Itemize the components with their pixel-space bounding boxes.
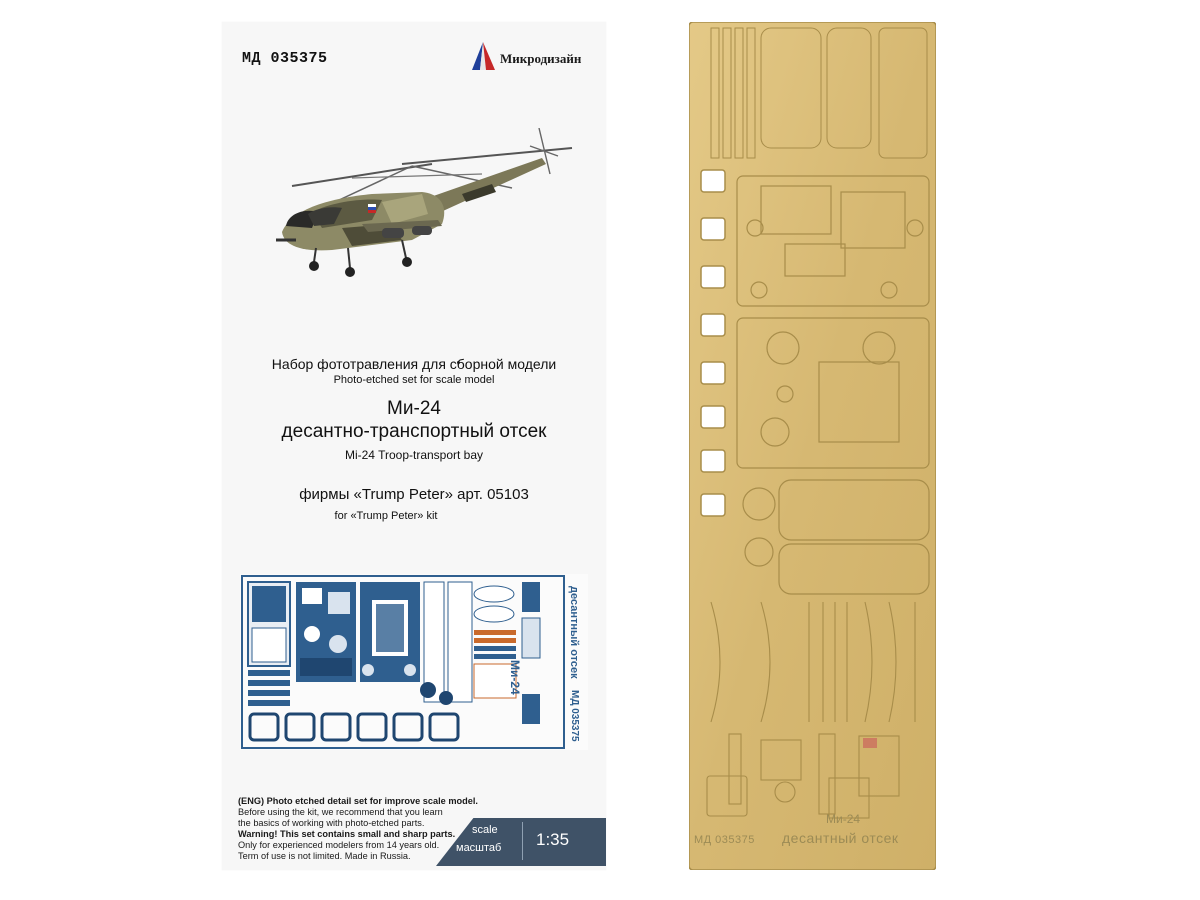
- notice-line: (ENG) Photo etched detail set for improv…: [238, 796, 478, 806]
- set-description-en: Photo-etched set for scale model: [333, 374, 495, 386]
- subject-title-ru: десантно-транспортный отсек: [281, 421, 547, 442]
- photo-etched-fret-image: [689, 22, 936, 870]
- fret-name-label: десантный отсек: [782, 830, 899, 846]
- kit-reference-en: for «Trump Peter» kit: [334, 510, 438, 522]
- notice-line: Warning! This set contains small and sha…: [238, 829, 456, 839]
- notice-line: Term of use is not limited. Made in Russ…: [238, 851, 411, 861]
- helicopter-image: [276, 128, 573, 277]
- model-title: Ми-24: [387, 398, 441, 419]
- logo-mark-icon: [472, 42, 495, 70]
- preview-model-label: Ми-24: [508, 660, 522, 695]
- scale-label-ru: масштаб: [456, 842, 502, 854]
- set-description-ru: Набор фототравления для сборной модели: [271, 356, 557, 372]
- brand-name: Микродизайн: [500, 51, 582, 66]
- scale-label-en: scale: [472, 824, 498, 836]
- subject-title-en: Mi-24 Troop-transport bay: [344, 448, 484, 462]
- preview-side-code: МД 035375: [569, 690, 580, 742]
- product-code: МД 035375: [242, 50, 328, 67]
- usage-notice: (ENG) Photo etched detail set for improv…: [238, 796, 478, 862]
- preview-side-label: Ми-24: [506, 660, 522, 800]
- print-dot: [457, 361, 460, 364]
- notice-line: the basics of working with photo-etched …: [238, 818, 425, 828]
- scale-divider: [522, 822, 523, 860]
- kit-reference-ru: фирмы «Trump Peter» арт. 05103: [299, 486, 529, 503]
- notice-line: Only for experienced modelers from 14 ye…: [238, 840, 440, 850]
- fret-preview-image: [240, 574, 588, 750]
- fret-model-label: Ми-24: [826, 812, 861, 826]
- brand-logo: Микродизайн: [468, 40, 608, 72]
- scale-value: 1:35: [536, 830, 570, 849]
- preview-side-name: десантный отсек: [568, 586, 580, 679]
- fret-code-label: МД 035375: [694, 834, 755, 846]
- notice-line: Before using the kit, we recommend that …: [238, 807, 443, 817]
